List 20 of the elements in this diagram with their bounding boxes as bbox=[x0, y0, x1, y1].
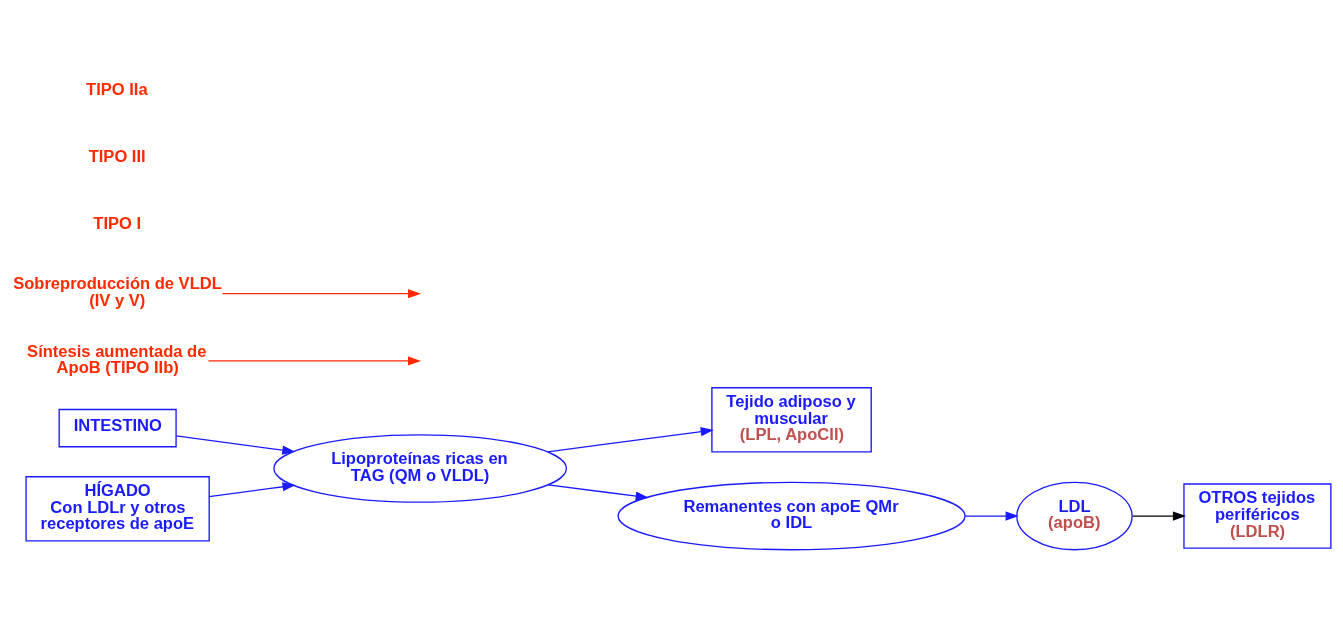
node-ellipse: LDL (apoB) bbox=[1015, 481, 1133, 551]
arrow bbox=[964, 511, 1019, 521]
label: TIPO I bbox=[92, 214, 141, 234]
arrow bbox=[546, 427, 714, 453]
node-box: HÍGADO Con LDLr y otros receptores de apoE bbox=[24, 476, 210, 542]
arrow bbox=[208, 482, 296, 498]
arrow bbox=[547, 484, 649, 501]
node-box: Tejido adiposo y muscular (LPL, ApoCII) bbox=[710, 387, 872, 453]
arrow bbox=[207, 356, 421, 366]
label: TIPO III bbox=[88, 147, 146, 167]
arrow bbox=[1131, 511, 1186, 521]
label: TIPO IIa bbox=[85, 79, 148, 99]
node-ellipse: Lipoproteínas ricas en TAG (QM o VLDL) bbox=[272, 434, 567, 503]
node-ellipse: Remanentes con apoE QMr o IDL bbox=[616, 481, 966, 551]
node-box: INTESTINO bbox=[58, 408, 177, 448]
node-text: Sobreproducción de VLDL (IV y V) bbox=[12, 274, 222, 310]
arrow bbox=[221, 289, 421, 299]
node-box: OTROS tejidos periféricos (LDLR) bbox=[1182, 483, 1332, 549]
arrow bbox=[175, 435, 295, 455]
node-text: Síntesis aumentada de ApoB (TIPO IIb) bbox=[26, 341, 206, 378]
